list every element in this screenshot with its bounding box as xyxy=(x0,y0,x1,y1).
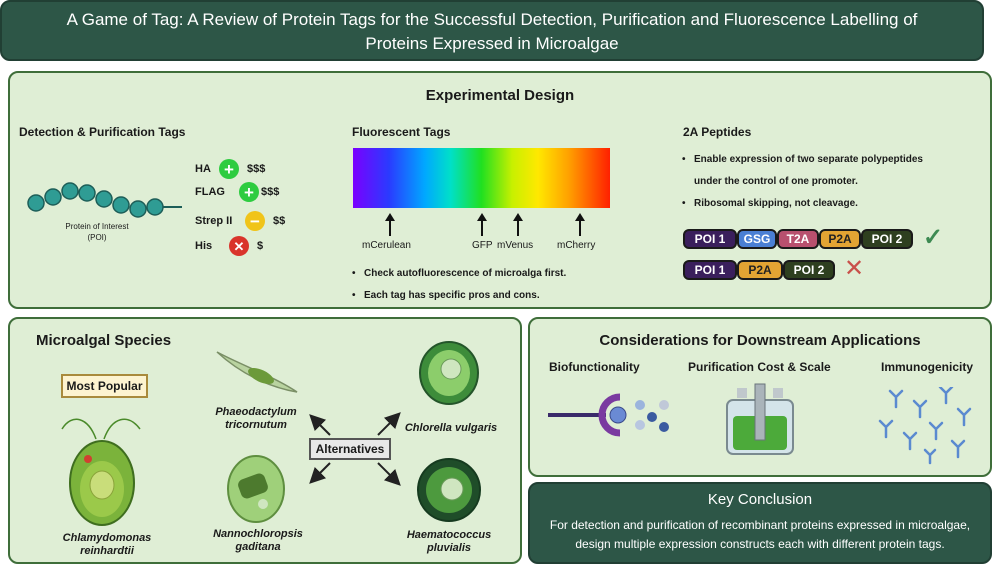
construct2-poi1: POI 1 xyxy=(683,260,737,280)
peptides-bullet-1: •Enable expression of two separate polyp… xyxy=(682,154,923,165)
chlamydomonas-genus: Chlamydomonas xyxy=(62,532,152,544)
arrow-up-icon xyxy=(575,213,585,236)
most-popular-badge: Most Popular xyxy=(61,374,148,398)
construct1-t2a: T2A xyxy=(777,229,819,249)
title-line-2: Proteins Expressed in Microalgae xyxy=(365,34,619,53)
arrow-up-icon xyxy=(513,213,523,236)
cross-icon: ✕ xyxy=(844,255,865,282)
purification-cost-label: Purification Cost & Scale xyxy=(688,360,831,374)
chlorella-label: Chlorella vulgaris xyxy=(404,422,498,434)
peptides-bullet-2: •Ribosomal skipping, not cleavage. xyxy=(682,198,858,209)
tag-name: Strep II xyxy=(195,215,233,227)
conclusion-line-2: design multiple expression constructs ea… xyxy=(575,537,945,551)
visible-spectrum-bar xyxy=(353,148,610,208)
fluorescent-title: Fluorescent Tags xyxy=(352,125,451,139)
poi-label: Protein of Interest (POI) xyxy=(32,221,162,243)
tag-cost: $$ xyxy=(273,215,286,227)
construct1-poi2: POI 2 xyxy=(861,229,913,249)
alternatives-arrows xyxy=(309,412,401,486)
tag-row-strep: Strep II − $$ xyxy=(195,209,285,233)
marker-mvenus: mVenus xyxy=(497,240,534,251)
microalgal-species-panel: Microalgal Species Most Popular Chlamydo… xyxy=(8,317,522,564)
peptides-bullet-2-text: Ribosomal skipping, not cleavage. xyxy=(694,198,858,209)
chlorella-icon xyxy=(419,341,479,405)
experimental-design-panel: Experimental Design Detection & Purifica… xyxy=(8,71,992,309)
marker-mcerulean: mCerulean xyxy=(362,240,411,251)
antibodies-icon xyxy=(878,387,972,465)
construct1-gsg: GSG xyxy=(737,229,777,249)
plus-icon: + xyxy=(219,159,239,179)
construct2-p2a: P2A xyxy=(737,260,783,280)
tag-name: HA xyxy=(195,163,211,175)
phaeodactylum-label: Phaeodactylum tricornutum xyxy=(206,406,306,432)
alternatives-box: Alternatives xyxy=(309,438,391,460)
species-title: Microalgal Species xyxy=(36,332,172,349)
tag-row-flag: FLAG + $$$ xyxy=(195,180,279,204)
conclusion-title: Key Conclusion xyxy=(707,491,813,508)
cross-icon: ✕ xyxy=(229,236,249,256)
tag-name: His xyxy=(195,240,213,252)
conclusion-line-1: For detection and purification of recomb… xyxy=(549,518,971,532)
marker-mcherry: mCherry xyxy=(557,240,596,251)
construct1-poi1: POI 1 xyxy=(683,229,737,249)
nannochloropsis-label: Nannochloropsis gaditana xyxy=(207,528,309,554)
nannochloropsis-icon xyxy=(227,455,285,523)
protein-chain-icon xyxy=(27,182,182,218)
fluorescent-bullets: Check autofluorescence of microalga firs… xyxy=(350,263,566,307)
fluorescent-bullet: Each tag has specific pros and cons. xyxy=(350,285,566,307)
peptides-title: 2A Peptides xyxy=(683,125,752,139)
tag-cost: $$$ xyxy=(247,163,266,175)
haematococcus-label: Haematococcus pluvialis xyxy=(396,529,502,555)
experimental-design-title: Experimental Design xyxy=(425,87,575,104)
phaeodactylum-icon xyxy=(216,351,298,393)
binding-protein-icon xyxy=(548,393,669,437)
arrow-to-phaeodactylum xyxy=(309,414,331,436)
chlamydomonas-icon xyxy=(61,418,141,526)
tag-row-ha: HA + $$$ xyxy=(195,157,265,181)
biofunctionality-label: Biofunctionality xyxy=(549,360,640,374)
fluorescent-bullet: Check autofluorescence of microalga firs… xyxy=(350,263,566,285)
peptides-bullets: •Enable expression of two separate polyp… xyxy=(682,149,923,215)
chlamydomonas-label: Chlamydomonas reinhardtii xyxy=(46,532,168,558)
peptides-bullet-1-text: Enable expression of two separate polype… xyxy=(694,154,923,165)
minus-icon: − xyxy=(245,211,265,231)
construct2-poi2: POI 2 xyxy=(783,260,835,280)
nannochloropsis-species: gaditana xyxy=(235,541,281,553)
nannochloropsis-genus: Nannochloropsis xyxy=(213,528,303,540)
check-icon: ✓ xyxy=(923,224,944,251)
considerations-title: Considerations for Downstream Applicatio… xyxy=(599,332,921,349)
arrow-to-chlorella xyxy=(377,412,401,436)
considerations-panel: Considerations for Downstream Applicatio… xyxy=(528,317,992,477)
conclusion-text: For detection and purification of recomb… xyxy=(530,516,990,554)
key-conclusion-panel: Key Conclusion For detection and purific… xyxy=(528,482,992,564)
title-banner: A Game of Tag: A Review of Protein Tags … xyxy=(0,0,984,61)
poi-label-line-1: Protein of Interest xyxy=(65,222,129,231)
tag-name: FLAG xyxy=(195,186,225,198)
detection-title: Detection & Purification Tags xyxy=(19,125,186,139)
bioreactor-icon xyxy=(726,383,794,455)
tag-cost: $$$ xyxy=(261,186,280,198)
peptides-bullet-1-cont: under the control of one promoter. xyxy=(694,176,858,187)
phaeodactylum-genus: Phaeodactylum xyxy=(215,406,297,418)
tag-cost: $ xyxy=(257,240,264,252)
arrow-to-nannochloropsis xyxy=(309,462,331,484)
tag-row-his: His ✕ $ xyxy=(195,234,263,258)
haematococcus-genus: Haematococcus xyxy=(406,529,492,541)
haematococcus-icon xyxy=(417,458,481,522)
arrow-up-icon xyxy=(385,213,395,236)
arrow-to-haematococcus xyxy=(377,462,401,486)
immunogenicity-label: Immunogenicity xyxy=(881,360,974,374)
construct1-p2a: P2A xyxy=(819,229,861,249)
arrow-up-icon xyxy=(477,213,487,236)
title-line-1: A Game of Tag: A Review of Protein Tags … xyxy=(66,10,918,29)
chlamydomonas-species: reinhardtii xyxy=(80,545,134,557)
plus-icon: + xyxy=(239,182,259,202)
poi-label-line-2: (POI) xyxy=(87,233,107,242)
haematococcus-species: pluvialis xyxy=(426,542,472,554)
marker-gfp: GFP xyxy=(472,240,493,251)
phaeodactylum-species: tricornutum xyxy=(225,419,287,431)
